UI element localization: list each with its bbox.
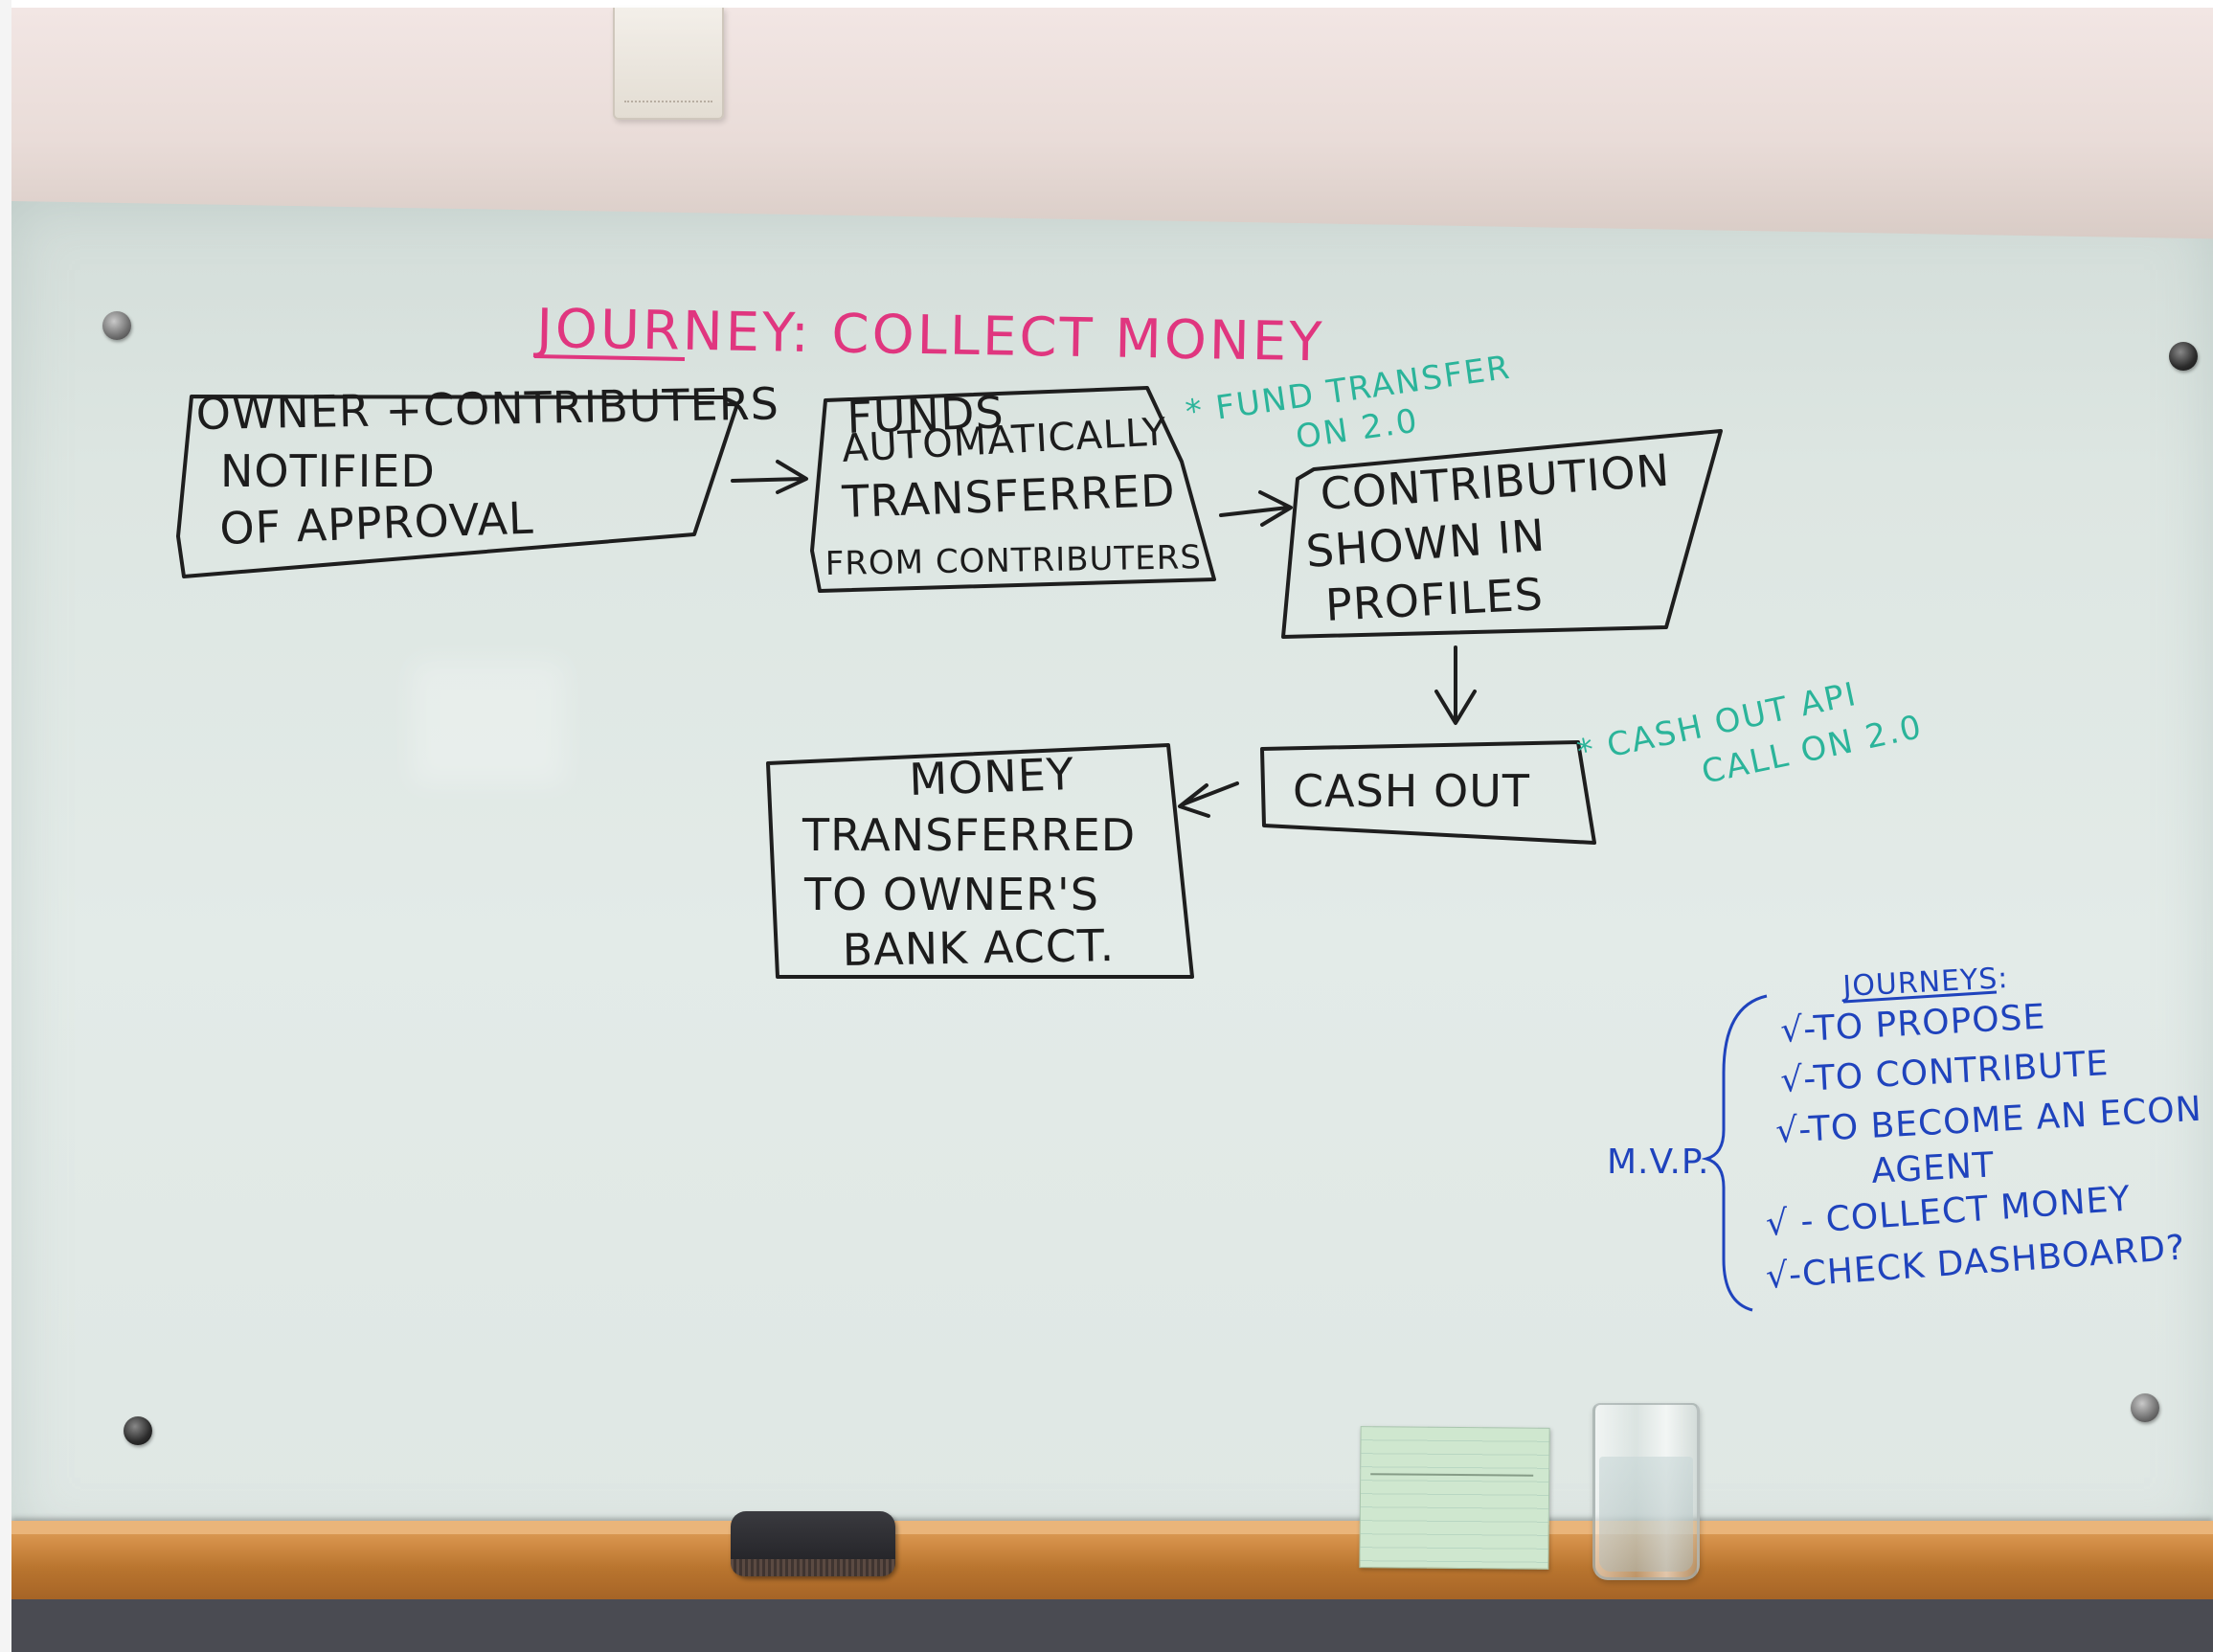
box-money-line-3: TO OWNER'S — [803, 869, 1099, 920]
arrow-1 — [731, 460, 808, 494]
mount-bolt-bottom-left — [124, 1416, 152, 1445]
mvp-label: M.V.P. — [1607, 1143, 1709, 1182]
mount-bolt-top-left — [102, 311, 131, 340]
box-contribution-shown — [1281, 429, 1723, 639]
mvp-item-collect-money: √ - COLLECT MONEY — [1765, 1179, 2133, 1244]
mvp-item-econ-agent-cont: AGENT — [1870, 1145, 1996, 1191]
glass-of-water — [1592, 1403, 1700, 1580]
title-text: JOURNEY: COLLECT MONEY — [533, 298, 1325, 373]
mvp-item-econ-agent: √-TO BECOME AN ECON — [1774, 1090, 2202, 1151]
box-contribution-line-1: CONTRIBUTION — [1319, 444, 1672, 520]
water — [1599, 1457, 1693, 1572]
title-underline — [533, 354, 686, 361]
box-contribution-line-2: SHOWN IN — [1304, 509, 1547, 577]
box-money-line-4: BANK ACCT. — [842, 919, 1115, 976]
floor-strip — [11, 1599, 2213, 1652]
ceiling-vent — [613, 8, 724, 120]
box-owner-notified — [176, 395, 739, 578]
box-owner-notified-line-1: OWNER +CONTRIBUTERS — [195, 377, 779, 440]
photo-border-left — [0, 0, 11, 1652]
arrow-left — [1178, 781, 1239, 818]
box-contribution-line-3: PROFILES — [1324, 568, 1545, 631]
box-owner-notified-line-2: NOTIFIED — [220, 445, 436, 497]
box-funds-line-3: TRANSFERRED — [840, 464, 1176, 528]
mount-bolt-bottom-right — [2131, 1393, 2159, 1422]
box-cash-out — [1260, 740, 1596, 845]
mount-bolt-top-right — [2169, 342, 2198, 371]
whiteboard-eraser — [731, 1511, 895, 1576]
whiteboard — [11, 201, 2213, 1547]
box-owner-notified-line-3: OF APPROVAL — [218, 492, 534, 554]
box-money-transferred — [766, 743, 1194, 979]
box-funds-line-4: FROM CONTRIBUTERS — [824, 538, 1202, 583]
board-glare — [412, 661, 565, 785]
arrow-2 — [1219, 490, 1293, 527]
box-money-line-2: TRANSFERRED — [802, 809, 1136, 861]
mvp-item-propose: √-TO PROPOSE — [1779, 998, 2046, 1051]
marker-tray-lip — [11, 1521, 2213, 1534]
index-card-writing — [1370, 1450, 1534, 1477]
box-cash-out-line-1: CASH OUT — [1293, 765, 1530, 817]
mvp-heading-underline — [1842, 990, 1998, 1004]
box-money-line-1: MONEY — [908, 748, 1074, 805]
mvp-item-contribute: √-TO CONTRIBUTE — [1779, 1044, 2110, 1100]
mvp-brace — [1701, 994, 1768, 1312]
box-funds-line-1: FUNDS — [846, 386, 1005, 443]
arrow-down — [1434, 645, 1477, 725]
index-card — [1359, 1426, 1550, 1570]
photo-border-top — [0, 0, 2213, 8]
box-funds-transferred — [810, 386, 1216, 593]
